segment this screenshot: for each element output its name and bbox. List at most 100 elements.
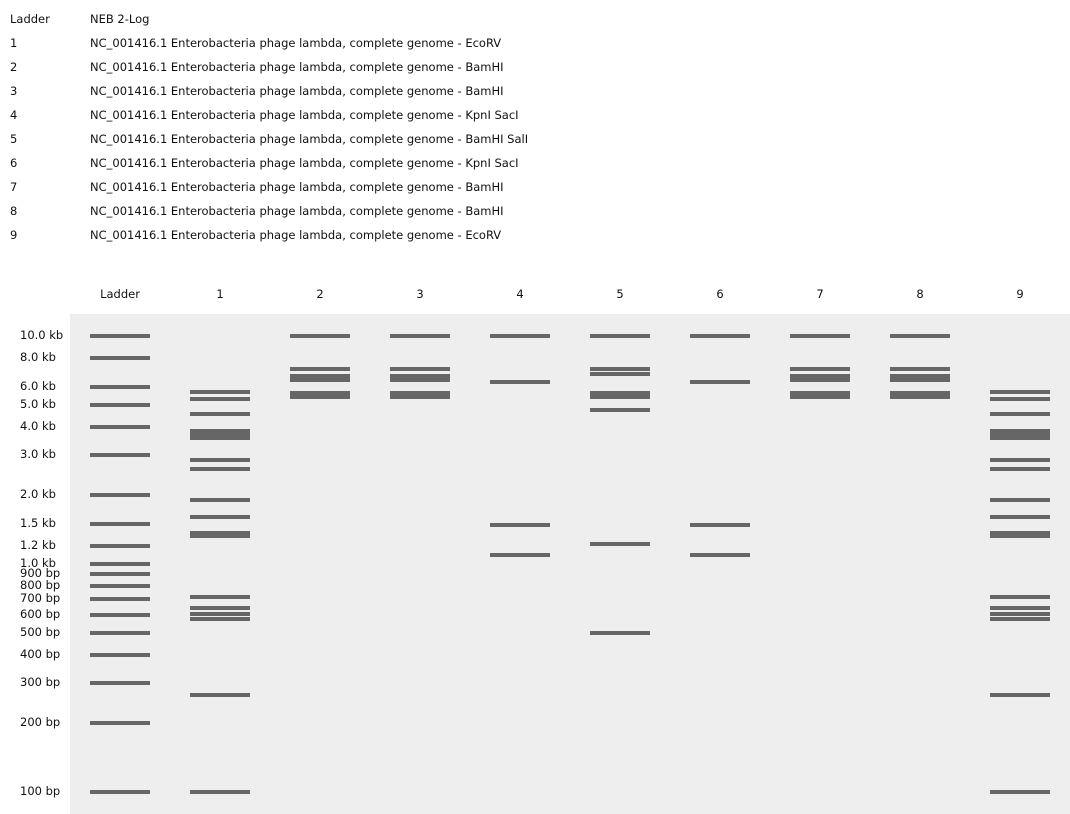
legend-lane-key: 5 xyxy=(10,132,18,146)
gel-lane xyxy=(770,314,870,814)
gel-band xyxy=(90,402,150,407)
size-label: 2.0 kb xyxy=(20,487,56,502)
gel-band xyxy=(990,411,1050,416)
gel-band xyxy=(590,391,650,399)
gel-band xyxy=(490,334,550,338)
gel-band xyxy=(990,594,1050,599)
gel-band xyxy=(190,428,250,440)
size-label: 5.0 kb xyxy=(20,396,56,411)
gel-band xyxy=(990,530,1050,539)
gel-band xyxy=(90,424,150,429)
legend-lane-key: 7 xyxy=(10,180,18,194)
size-label: 900 bp xyxy=(20,566,61,581)
legend-lane-description: NC_001416.1 Enterobacteria phage lambda,… xyxy=(90,36,502,50)
gel-band xyxy=(90,493,150,498)
legend-lane-description: NC_001416.1 Enterobacteria phage lambda,… xyxy=(90,180,504,194)
gel-band xyxy=(290,334,350,338)
gel-band xyxy=(590,334,650,338)
gel-band xyxy=(190,530,250,539)
gel-band xyxy=(390,334,450,338)
gel-band xyxy=(890,391,950,399)
gel-band xyxy=(590,366,650,371)
gel-image xyxy=(70,314,1070,814)
gel-band xyxy=(790,366,850,371)
gel-band xyxy=(290,374,350,382)
gel-band xyxy=(390,366,450,371)
gel-band xyxy=(90,597,150,602)
gel-band xyxy=(990,458,1050,463)
size-label: 600 bp xyxy=(20,606,61,621)
gel-band xyxy=(890,366,950,371)
gel-lane xyxy=(370,314,470,814)
gel-band xyxy=(190,389,250,394)
gel-band xyxy=(90,681,150,686)
gel-band xyxy=(990,389,1050,394)
gel-band xyxy=(90,584,150,589)
gel-band xyxy=(90,612,150,617)
gel-lane xyxy=(670,314,770,814)
size-label: 400 bp xyxy=(20,646,61,661)
gel-band xyxy=(890,374,950,382)
gel-band xyxy=(90,652,150,657)
gel-band xyxy=(990,616,1050,621)
lane-header: 4 xyxy=(516,287,524,301)
gel-lane xyxy=(870,314,970,814)
size-label: 6.0 kb xyxy=(20,378,56,393)
legend-lane-description: NC_001416.1 Enterobacteria phage lambda,… xyxy=(90,132,529,146)
gel-band xyxy=(690,523,750,528)
gel-band xyxy=(490,553,550,558)
gel-band xyxy=(90,384,150,389)
lane-header: 3 xyxy=(416,287,424,301)
legend-lane-description: NC_001416.1 Enterobacteria phage lambda,… xyxy=(90,108,519,122)
gel-band xyxy=(990,428,1050,440)
gel-band xyxy=(190,693,250,698)
gel-band xyxy=(990,498,1050,503)
gel-band xyxy=(190,467,250,472)
gel-band xyxy=(490,379,550,384)
legend-lane-description: NC_001416.1 Enterobacteria phage lambda,… xyxy=(90,60,504,74)
gel-band xyxy=(190,498,250,503)
legend-lane-description: NC_001416.1 Enterobacteria phage lambda,… xyxy=(90,156,519,170)
lane-header: 9 xyxy=(1016,287,1024,301)
gel-band xyxy=(690,553,750,558)
lane-header: 7 xyxy=(816,287,824,301)
size-label: 100 bp xyxy=(20,784,61,798)
size-label: 200 bp xyxy=(20,715,61,730)
gel-band xyxy=(90,562,150,566)
size-label: 800 bp xyxy=(20,578,61,593)
legend-lane-key: 6 xyxy=(10,156,18,170)
gel-band xyxy=(190,458,250,463)
gel-band xyxy=(590,372,650,377)
gel-band xyxy=(690,379,750,384)
gel-band xyxy=(90,630,150,635)
lane-header: 1 xyxy=(216,287,224,301)
size-label: 700 bp xyxy=(20,591,61,606)
gel-band xyxy=(890,334,950,338)
gel-lane xyxy=(170,314,270,814)
gel-band xyxy=(90,572,150,577)
gel-band xyxy=(990,611,1050,616)
gel-lane xyxy=(70,314,170,814)
legend-lane-key: 4 xyxy=(10,108,18,122)
gel-band xyxy=(90,334,150,338)
lane-header: 8 xyxy=(916,287,924,301)
lane-header: 5 xyxy=(616,287,624,301)
gel-band xyxy=(590,630,650,635)
legend-lane-description: NC_001416.1 Enterobacteria phage lambda,… xyxy=(90,84,504,98)
gel-band xyxy=(190,616,250,621)
gel-band xyxy=(90,721,150,726)
size-label: 300 bp xyxy=(20,675,61,690)
gel-band xyxy=(590,541,650,546)
legend-lane-description: NC_001416.1 Enterobacteria phage lambda,… xyxy=(90,204,504,218)
size-label: 8.0 kb xyxy=(20,350,56,365)
gel-band xyxy=(990,396,1050,401)
legend-lane-key: 2 xyxy=(10,60,18,74)
legend-lane-description: NC_001416.1 Enterobacteria phage lambda,… xyxy=(90,228,502,242)
gel-band xyxy=(190,611,250,616)
gel-band xyxy=(290,391,350,399)
size-label: 3.0 kb xyxy=(20,447,56,462)
gel-band xyxy=(90,521,150,526)
gel-band xyxy=(190,411,250,416)
lane-header: 6 xyxy=(716,287,724,301)
size-label: 500 bp xyxy=(20,624,61,639)
